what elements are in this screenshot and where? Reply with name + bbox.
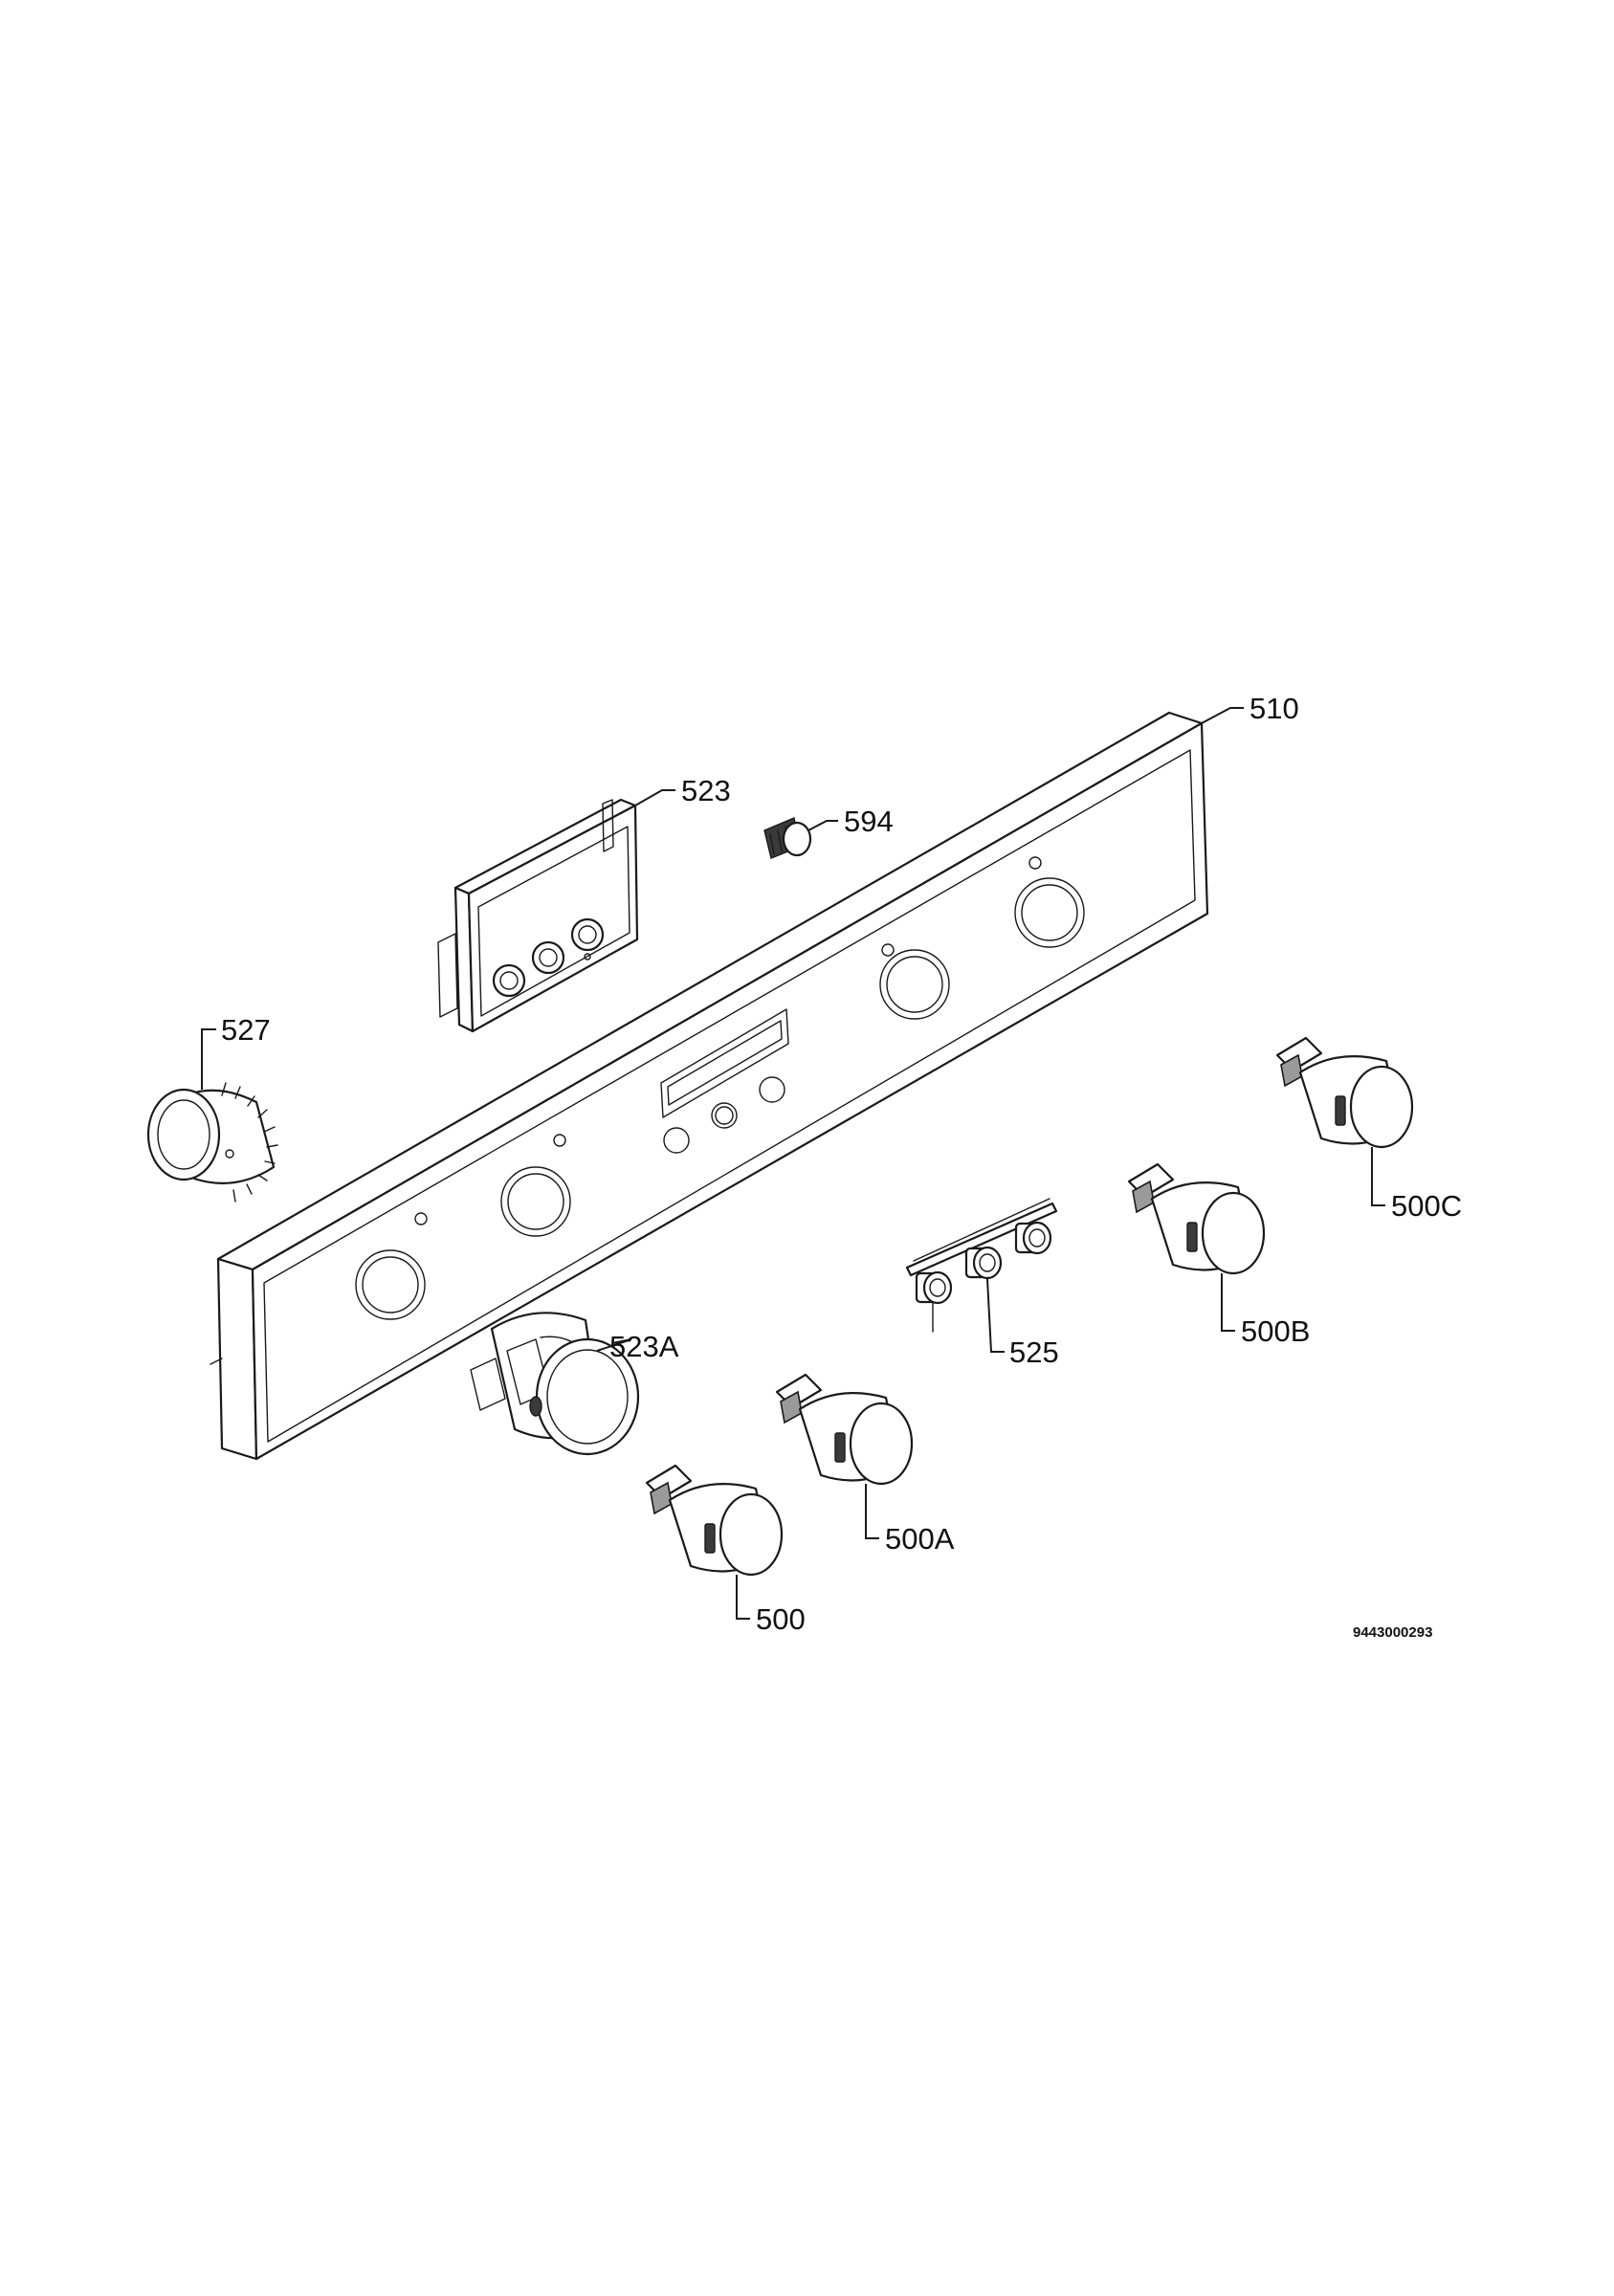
push-button-cap	[964, 1246, 1003, 1280]
panel-knob-opening	[500, 1134, 571, 1237]
leader-527	[201, 1028, 216, 1090]
leader-500b	[1221, 1273, 1235, 1332]
label-500: 500	[756, 1602, 806, 1636]
panel-button-holes	[663, 1076, 785, 1154]
leader-lines	[201, 707, 1385, 1620]
label-523: 523	[681, 774, 731, 807]
control-knob-500c	[1275, 1036, 1414, 1149]
plug-594	[763, 817, 812, 859]
panel-knob-opening	[879, 943, 950, 1020]
leader-500a	[865, 1484, 879, 1539]
push-buttons-525	[905, 1198, 1058, 1333]
drawing-code: 9443000293	[1353, 1624, 1432, 1641]
control-knob-500	[645, 1464, 784, 1577]
control-knob-500b	[1127, 1162, 1266, 1275]
leader-525	[986, 1278, 1005, 1353]
leader-523a	[596, 1338, 632, 1352]
label-527: 527	[221, 1013, 271, 1047]
programmer-knob-523a	[470, 1312, 640, 1456]
label-510: 510	[1249, 692, 1299, 725]
leader-500	[736, 1575, 750, 1620]
bezel-ring-527	[146, 1082, 278, 1203]
control-panel-510	[210, 711, 1209, 1461]
panel-knob-opening	[1014, 856, 1085, 948]
push-button-cap	[915, 1270, 953, 1305]
part-labels: 510 523 594 527 523A 525 500 500A 500B 5…	[221, 692, 1462, 1641]
leader-523	[634, 789, 675, 806]
label-500a: 500A	[885, 1522, 955, 1556]
label-594: 594	[844, 805, 894, 838]
label-500c: 500C	[1391, 1189, 1462, 1223]
panel-display-window	[660, 1008, 789, 1118]
panel-knob-opening	[355, 1212, 428, 1320]
programmer-housing-523	[437, 798, 639, 1033]
label-500b: 500B	[1241, 1314, 1310, 1348]
label-523a: 523A	[609, 1330, 679, 1363]
leader-594	[807, 820, 838, 831]
push-button-cap	[1014, 1221, 1052, 1255]
leader-500c	[1371, 1147, 1385, 1206]
label-525: 525	[1009, 1336, 1059, 1369]
leader-510	[1201, 707, 1244, 724]
control-knob-500a	[775, 1373, 914, 1486]
